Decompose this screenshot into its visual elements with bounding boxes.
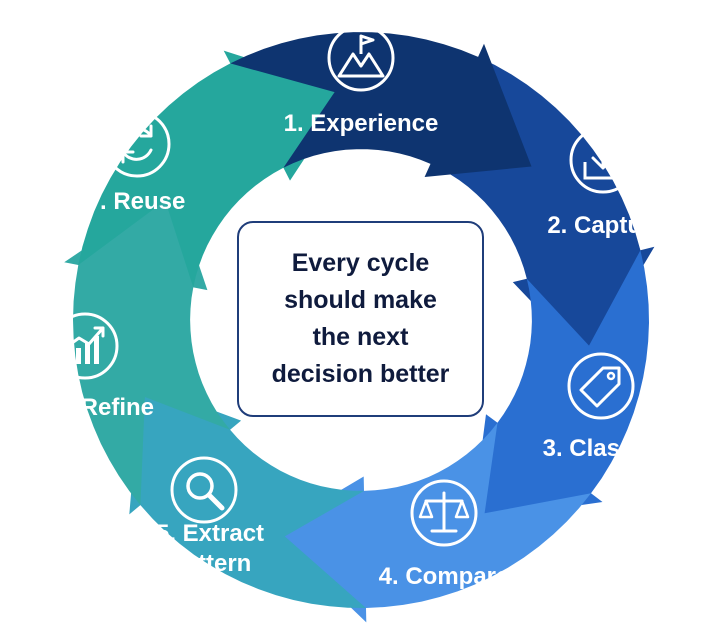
cycle-segment-4 (271, 422, 591, 623)
step-label-5-line-2: Pattern (169, 550, 252, 577)
step-label-7-line-1: 7. Reuse (87, 188, 186, 215)
download-tray-icon (569, 126, 637, 194)
step-label-5-line-1: 5. Extract (156, 520, 264, 547)
step-label-6-line-1: 6. Refine (54, 394, 154, 421)
cycle-arrows-icon (103, 110, 171, 178)
step-label-4: 4. Compare (379, 563, 510, 590)
step-label-2-line-1: 2. Capture (547, 212, 664, 239)
balance-scale-icon (410, 479, 478, 547)
magnifier-icon (170, 456, 238, 524)
step-label-4-line-1: 4. Compare (379, 563, 510, 590)
step-label-6: 6. Refine (54, 394, 154, 421)
center-line-3: the next (312, 323, 409, 351)
cycle-segment-5 (129, 383, 366, 608)
center-message: Every cycle should make the next decisio… (261, 245, 461, 393)
step-label-3-line-1: 3. Classify (543, 435, 662, 462)
cycle-segment-7 (78, 50, 350, 288)
center-line-1: Every cycle (291, 249, 430, 277)
step-label-1-line-1: 1. Experience (284, 110, 439, 137)
center-line-2: should make (284, 286, 437, 314)
cycle-segment-1 (230, 32, 532, 177)
cycle-segment-3 (472, 250, 649, 521)
tag-icon (567, 352, 635, 420)
center-line-4: decision better (271, 360, 450, 388)
growth-chart-icon (51, 312, 119, 380)
step-label-2: 2. Capture (547, 212, 664, 239)
step-label-7: 7. Reuse (87, 188, 186, 215)
step-label-1: 1. Experience (284, 110, 439, 137)
center-message-box: Every cycle should make the next decisio… (237, 221, 484, 417)
mountain-flag-icon (327, 24, 395, 92)
cycle-segment-2 (430, 56, 655, 360)
step-label-3: 3. Classify (543, 435, 662, 462)
